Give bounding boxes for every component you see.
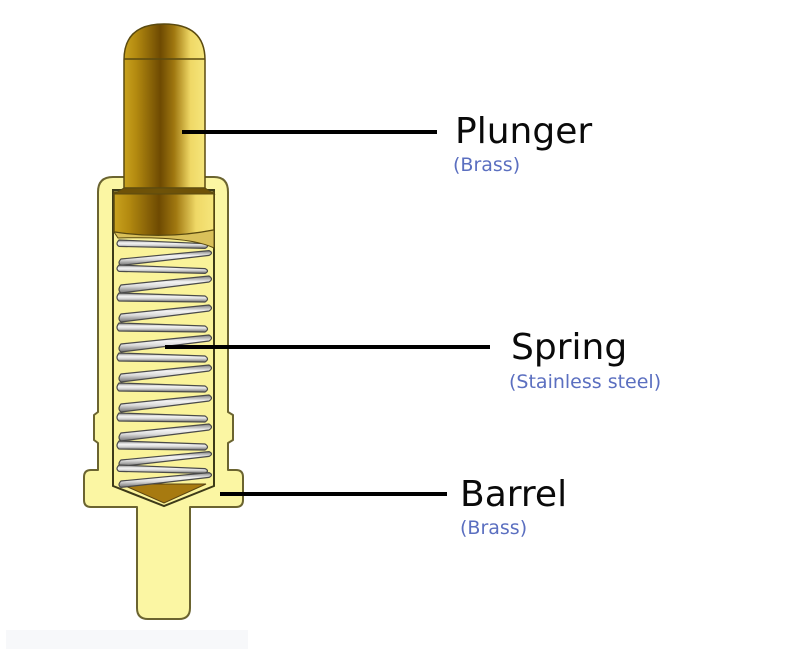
spring-label: Spring [511,327,628,368]
plunger-shaft [123,23,206,189]
barrel-drill-point [120,483,207,504]
spring-coil [116,322,209,333]
spring-coil [118,423,213,442]
bottom-shade [6,630,248,649]
spring-coil [116,412,209,423]
spring-coil [118,450,213,468]
spring-coil [118,249,213,267]
plunger [112,23,216,249]
plunger-head [113,191,215,237]
spring-coil [116,440,209,451]
spring-coil [118,304,213,323]
spring-coil [116,264,209,275]
spring-coil [118,334,213,353]
barrel-material: (Brass) [460,517,528,539]
plunger-collar [112,187,216,195]
spring [116,239,213,489]
spring-coil [116,292,209,303]
spring-coil [118,471,213,489]
spring-coil [116,352,209,363]
spring-coil [118,394,213,413]
plunger-bevel [112,229,215,249]
plunger-material: (Brass) [453,154,521,176]
spring-coil [118,364,213,383]
barrel-label: Barrel [460,474,568,515]
spring-material: (Stainless steel) [509,371,662,393]
plunger-label: Plunger [455,111,593,152]
spring-coil [118,275,213,294]
spring-coil [116,382,209,393]
